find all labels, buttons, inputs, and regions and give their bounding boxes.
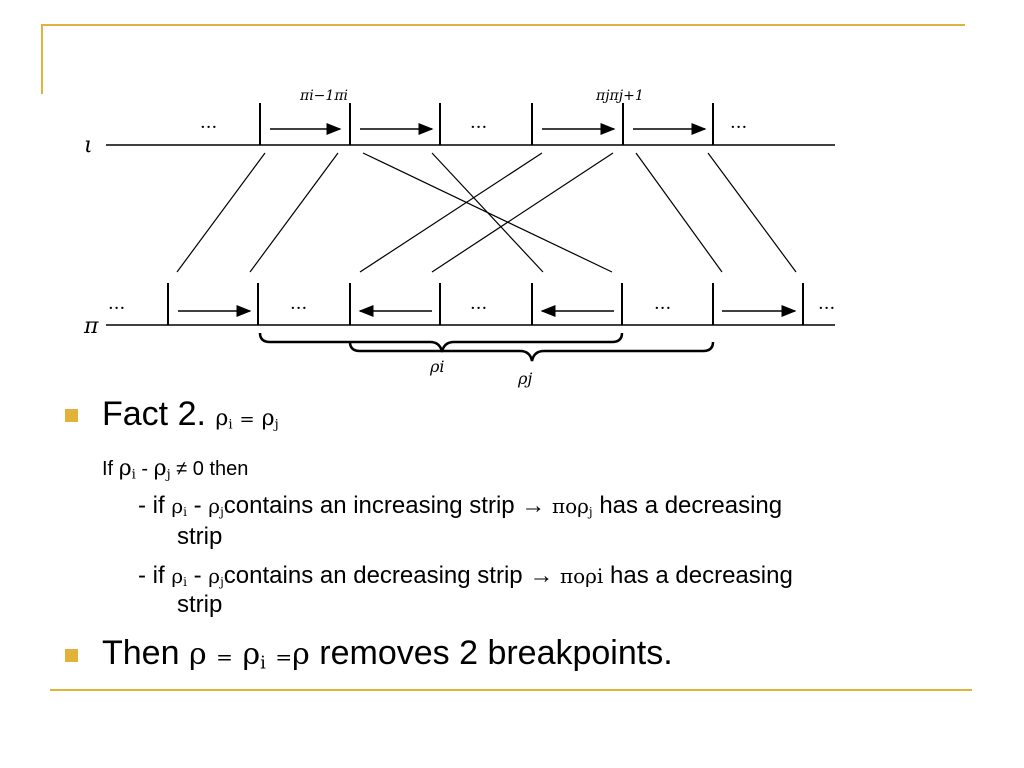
case1-strip: strip — [177, 523, 223, 550]
ellipsis: ··· — [290, 298, 307, 319]
pi-label: π — [83, 314, 99, 339]
ellipsis: ··· — [470, 298, 487, 319]
frame-left-border — [41, 24, 43, 94]
bottom-breakpoints — [167, 283, 804, 325]
top-ellipses: ··· ··· ··· — [200, 117, 747, 138]
rho-j-brace — [348, 341, 715, 362]
pi-i-minus-1-pi-i-label: πi−1πi — [299, 88, 348, 104]
ellipsis: ··· — [470, 117, 487, 138]
arrow-icon: → — [529, 562, 554, 589]
case2-strip: strip — [177, 591, 223, 618]
top-breakpoints — [259, 103, 714, 145]
iota-label: ι — [84, 133, 93, 158]
case2-line: - if ρi - ρjcontains an decreasing strip… — [138, 562, 793, 589]
pi-j-pi-j-plus-1-label: πjπj+1 — [595, 88, 644, 104]
ellipsis: ··· — [818, 298, 835, 319]
fact2-heading: Fact 2. — [102, 395, 206, 433]
strip-diagram: ι ··· ··· ··· πi−1πi πjπj+1 π — [83, 88, 835, 388]
connecting-lines — [176, 152, 797, 273]
ellipsis: ··· — [730, 117, 747, 138]
rho-i-label: ρi — [429, 357, 445, 376]
ellipsis: ··· — [108, 298, 125, 319]
rho-i-brace — [258, 332, 624, 353]
ellipsis: ··· — [200, 117, 217, 138]
rho-j-label: ρj — [517, 369, 532, 388]
fact2-heading-line: Fact 2. ρi = ρj — [102, 395, 279, 433]
arrow-icon: → — [521, 492, 546, 519]
bottom-ellipses: ··· ··· ··· ··· ··· — [108, 298, 835, 319]
frame-bottom-border — [50, 689, 972, 691]
bullet — [65, 649, 78, 662]
bullet — [65, 409, 78, 422]
frame-top-border — [43, 24, 965, 26]
ellipsis: ··· — [654, 298, 671, 319]
then-line: Then ρ = ρi =ρ removes 2 breakpoints. — [102, 634, 673, 674]
condition-line: If ρi - ρj ≠ 0 then — [102, 456, 249, 483]
case1-line: - if ρi - ρjcontains an increasing strip… — [138, 492, 783, 519]
